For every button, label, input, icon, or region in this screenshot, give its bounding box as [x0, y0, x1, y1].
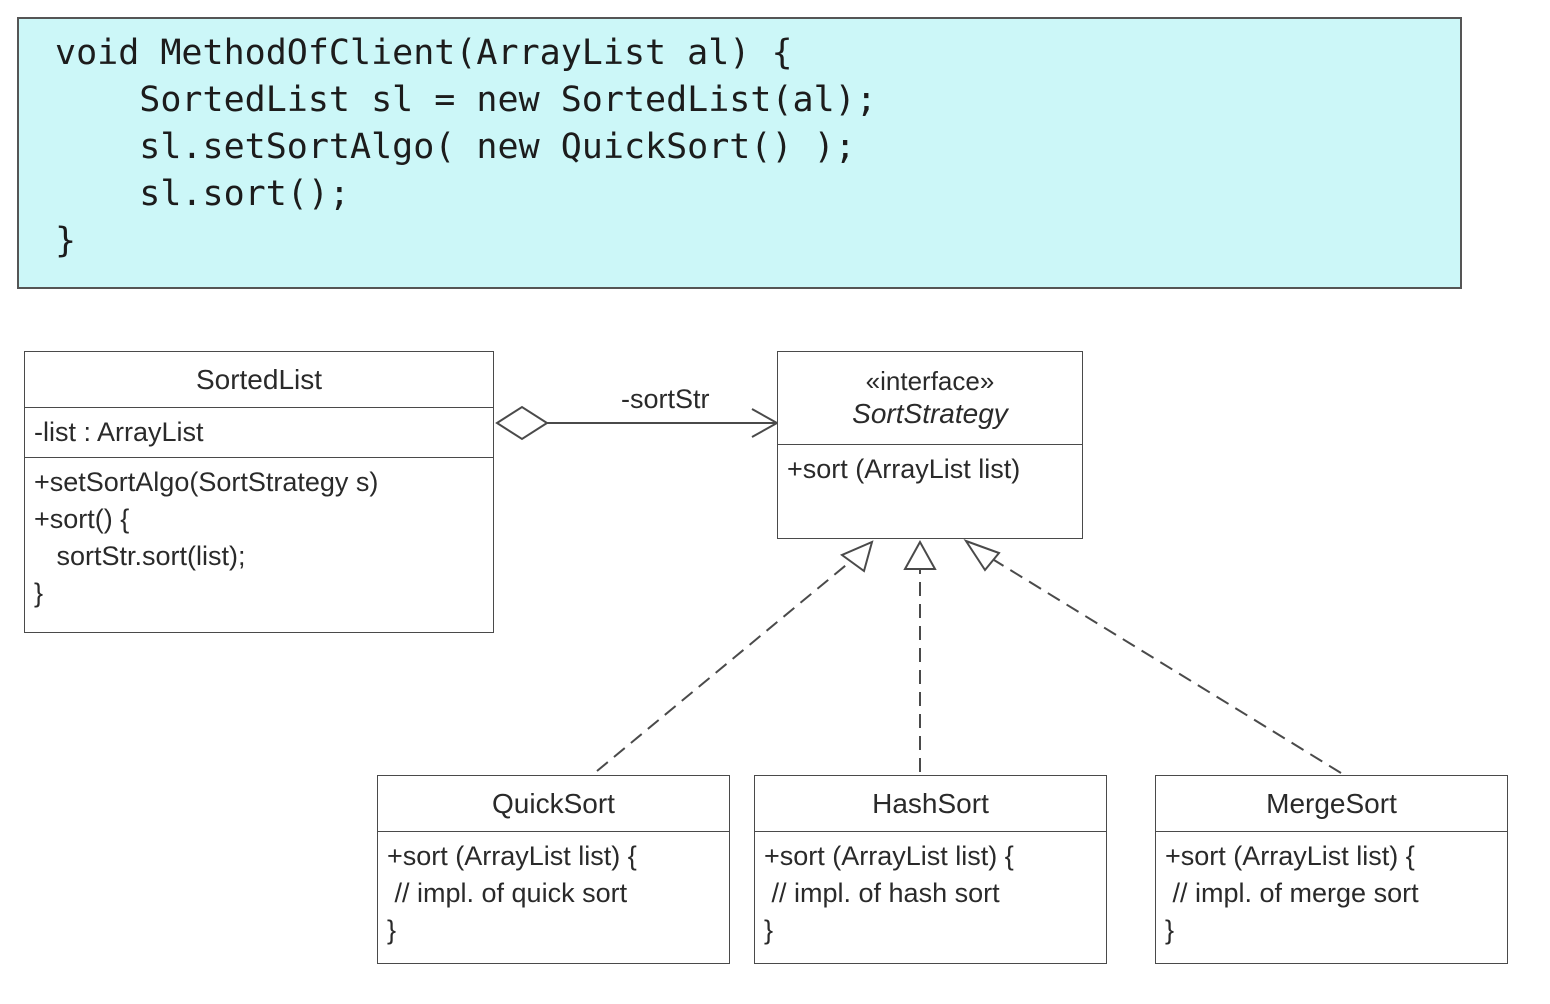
- class-name: QuickSort: [378, 776, 729, 832]
- class-name: MergeSort: [1156, 776, 1507, 832]
- method-line: }: [1165, 915, 1175, 945]
- method-line: }: [764, 915, 774, 945]
- method-section: +sort (ArrayList list) { // impl. of qui…: [378, 832, 729, 949]
- realization-line-quicksort: [596, 560, 852, 772]
- method-section: +setSortAlgo(SortStrategy s) +sort() { s…: [25, 458, 493, 612]
- method-line: sortStr.sort(list);: [34, 541, 246, 571]
- method-section: +sort (ArrayList list) { // impl. of has…: [755, 832, 1106, 949]
- class-name: HashSort: [755, 776, 1106, 832]
- interface-header: «interface» SortStrategy: [778, 352, 1082, 445]
- method-line: }: [34, 578, 44, 608]
- realization-arrowhead-quicksort: [839, 540, 874, 573]
- code-panel: void MethodOfClient(ArrayList al) { Sort…: [17, 17, 1462, 289]
- attribute: -list : ArrayList: [34, 417, 204, 447]
- class-merge-sort: MergeSort +sort (ArrayList list) { // im…: [1155, 775, 1508, 964]
- method-line: +sort (ArrayList list): [787, 454, 1021, 484]
- class-name: SortedList: [25, 352, 493, 408]
- method-section: +sort (ArrayList list) { // impl. of mer…: [1156, 832, 1507, 949]
- interface-sort-strategy: «interface» SortStrategy +sort (ArrayLis…: [777, 351, 1083, 539]
- method-line: +sort() {: [34, 504, 130, 534]
- stereotype: «interface»: [865, 366, 995, 396]
- method-line: +sort (ArrayList list) {: [764, 841, 1014, 871]
- association-label: -sortStr: [621, 384, 710, 414]
- code-line-3: sl.setSortAlgo( new QuickSort() );: [55, 127, 856, 167]
- realization-arrowhead-mergesort: [963, 539, 1001, 572]
- method-line: +setSortAlgo(SortStrategy s): [34, 467, 379, 497]
- method-section: +sort (ArrayList list): [778, 445, 1082, 488]
- interface-name: SortStrategy: [852, 398, 1008, 429]
- realization-line-mergesort: [993, 559, 1342, 774]
- code-line-5: }: [55, 221, 77, 261]
- method-line: // impl. of hash sort: [764, 878, 1000, 908]
- code-line-2: SortedList sl = new SortedList(al);: [55, 80, 877, 120]
- aggregation-diamond: [495, 405, 549, 441]
- attribute-section: -list : ArrayList: [25, 408, 493, 458]
- class-sorted-list: SortedList -list : ArrayList +setSortAlg…: [24, 351, 494, 633]
- method-line: +sort (ArrayList list) {: [1165, 841, 1415, 871]
- method-line: +sort (ArrayList list) {: [387, 841, 637, 871]
- realization-arrowhead-hashsort: [903, 539, 937, 570]
- method-line: }: [387, 915, 397, 945]
- code-line-1: void MethodOfClient(ArrayList al) {: [55, 33, 793, 73]
- class-quick-sort: QuickSort +sort (ArrayList list) { // im…: [377, 775, 730, 964]
- method-line: // impl. of merge sort: [1165, 878, 1419, 908]
- code-line-4: sl.sort();: [55, 174, 351, 214]
- method-line: // impl. of quick sort: [387, 878, 628, 908]
- class-hash-sort: HashSort +sort (ArrayList list) { // imp…: [754, 775, 1107, 964]
